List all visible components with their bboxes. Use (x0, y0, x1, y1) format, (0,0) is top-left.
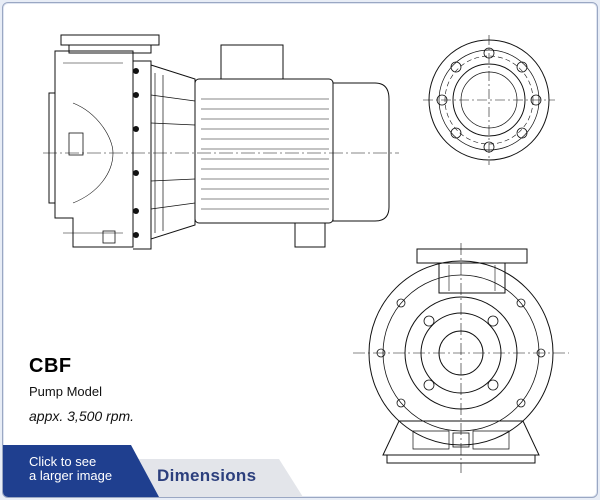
model-name: CBF (29, 355, 72, 377)
pump-front-view (353, 243, 569, 473)
dimensions-tab[interactable] (131, 459, 303, 497)
pump-side-view (43, 34, 399, 250)
pump-technical-drawing[interactable] (3, 3, 597, 497)
model-speed: appx. 3,500 rpm. (29, 408, 135, 424)
enlarge-image-button[interactable] (3, 445, 159, 497)
model-subtitle: Pump Model (29, 384, 102, 399)
flange-view (423, 35, 555, 165)
